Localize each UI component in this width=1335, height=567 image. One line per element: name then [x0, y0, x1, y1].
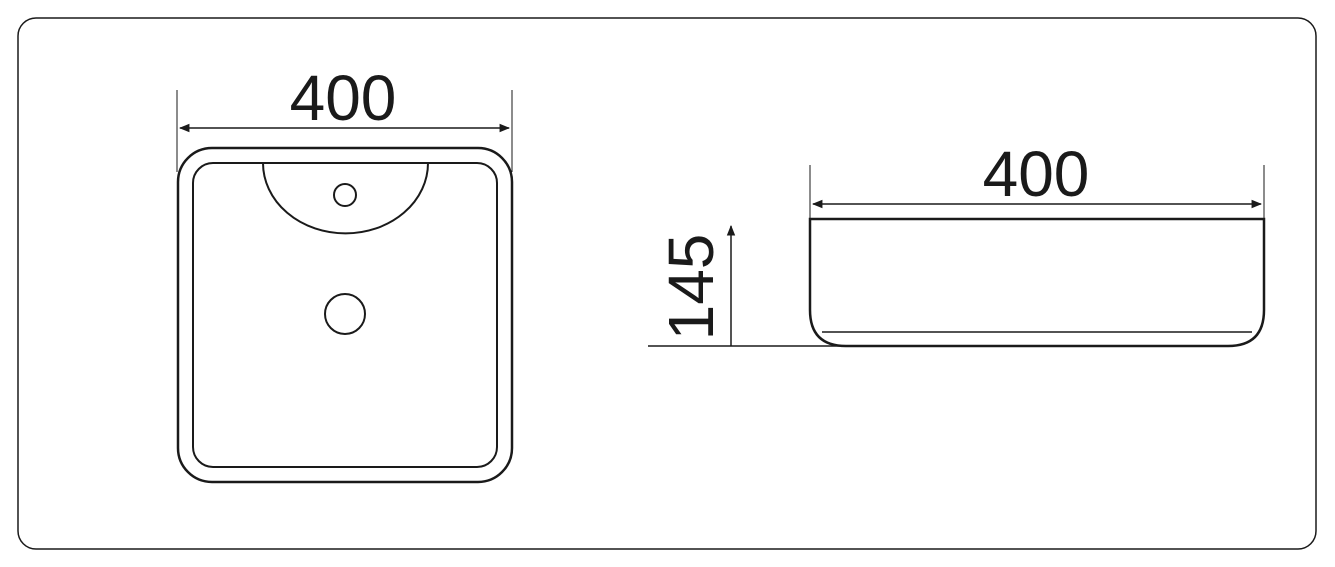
side-view: 400 145: [648, 138, 1266, 348]
tap-deck: [262, 162, 429, 235]
drain-hole: [324, 293, 366, 335]
tap-hole: [333, 183, 357, 207]
top-view-width-label: 400: [290, 62, 397, 134]
side-view-height-label: 145: [655, 234, 727, 341]
basin-side-profile: [808, 217, 1266, 348]
basin-outer-rim: [176, 146, 514, 484]
drawing-frame: [17, 17, 1317, 550]
basin-inner-bowl: [192, 162, 498, 468]
top-view: 400: [176, 62, 514, 484]
side-view-width-label: 400: [983, 138, 1090, 210]
